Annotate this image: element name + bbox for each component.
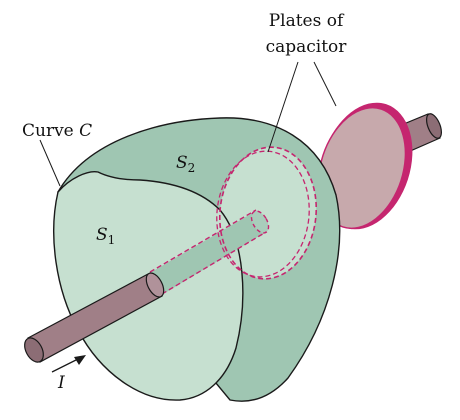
label-curve-var: C — [79, 121, 92, 141]
inner-wire-segment — [148, 212, 266, 296]
hidden-wire-bottom — [161, 231, 267, 295]
hidden-wire-top — [149, 209, 257, 273]
inner-surface-disk — [219, 147, 317, 279]
label-s2: S2 — [176, 153, 195, 175]
label-s1-sub: 1 — [108, 233, 116, 247]
label-s2-letter: S — [176, 153, 188, 173]
label-current: I — [57, 373, 65, 393]
label-s2-sub: 2 — [188, 161, 196, 175]
label-curve: Curve C — [22, 121, 92, 141]
label-s1-letter: S — [96, 225, 108, 245]
current-arrow — [51, 355, 86, 373]
hidden-plate-outline-inner — [216, 150, 310, 278]
label-plates-line1: Plates of — [269, 11, 345, 31]
left-wire — [24, 272, 165, 363]
leader-line-curve — [39, 139, 61, 187]
leader-line-left-plate — [267, 61, 299, 153]
leader-line-right-plate — [313, 61, 337, 107]
hidden-plate-outline — [218, 146, 318, 280]
label-plates-line2: capacitor — [266, 37, 348, 57]
label-curve-text: Curve — [22, 121, 79, 141]
capacitor-plate-right — [317, 102, 413, 230]
label-s1: S1 — [96, 225, 115, 247]
